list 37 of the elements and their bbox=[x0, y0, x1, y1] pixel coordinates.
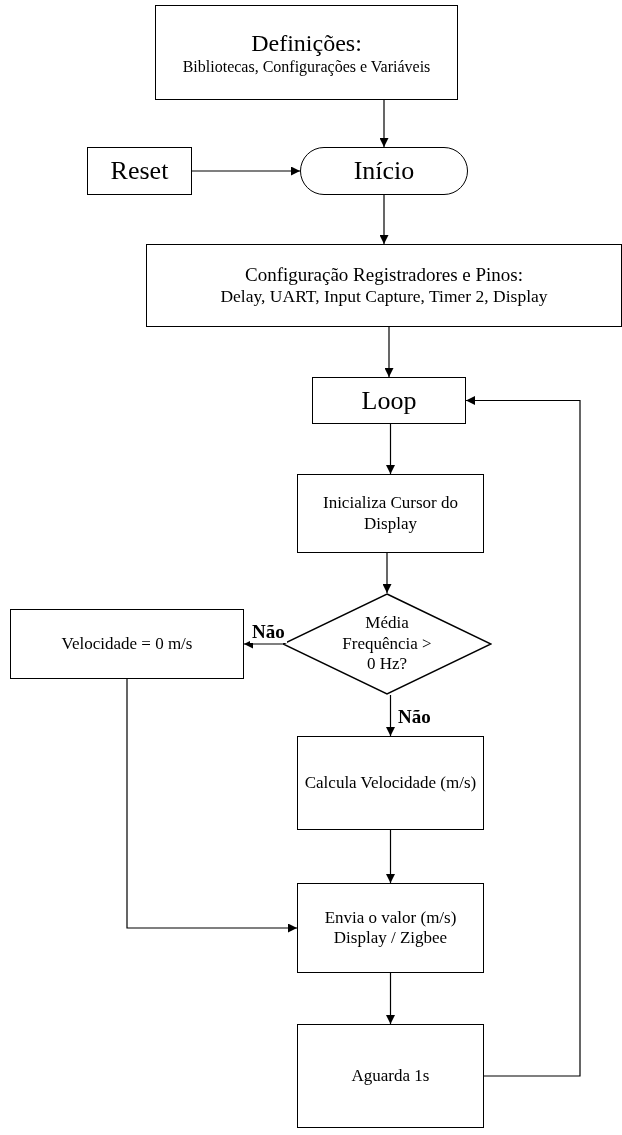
arrow bbox=[126, 678, 298, 933]
box-text: Envia o valor (m/s) Display / Zigbee bbox=[323, 907, 458, 949]
box-text: Delay, UART, Input Capture, Timer 2, Display bbox=[220, 286, 548, 308]
arrow bbox=[386, 972, 395, 1025]
process-box bbox=[87, 147, 192, 195]
box-text: Bibliotecas, Configurações e Variáveis bbox=[182, 57, 431, 77]
process-box bbox=[297, 883, 484, 973]
process-box bbox=[10, 609, 244, 679]
arrow bbox=[386, 829, 395, 884]
arrow bbox=[382, 552, 392, 594]
process-box bbox=[155, 5, 458, 100]
edge-label: Não bbox=[250, 622, 287, 643]
box-heading: Configuração Registradores e Pinos: bbox=[244, 263, 524, 287]
arrow bbox=[465, 396, 581, 1077]
arrow bbox=[384, 326, 394, 378]
start-terminal bbox=[300, 147, 468, 195]
box-text: Velocidade = 0 m/s bbox=[61, 633, 193, 655]
arrow bbox=[386, 694, 395, 737]
box-text: Loop bbox=[361, 384, 417, 417]
arrow bbox=[243, 639, 283, 649]
process-box bbox=[297, 736, 484, 830]
decision-diamond bbox=[282, 593, 492, 695]
arrow bbox=[379, 99, 389, 148]
box-text: Média Frequência > 0 Hz? bbox=[341, 613, 433, 675]
arrow bbox=[191, 166, 301, 176]
process-box bbox=[297, 1024, 484, 1128]
process-box bbox=[312, 377, 466, 424]
process-box bbox=[146, 244, 622, 327]
box-text: Calcula Velocidade (m/s) bbox=[304, 772, 477, 794]
arrow bbox=[379, 194, 389, 245]
arrow bbox=[386, 423, 395, 475]
box-text: Início bbox=[353, 155, 415, 187]
box-text: Inicializa Cursor do Display bbox=[322, 493, 459, 534]
process-box bbox=[297, 474, 484, 553]
box-text: Reset bbox=[110, 155, 169, 187]
box-text: Aguarda 1s bbox=[351, 1065, 430, 1087]
box-heading: Definições: bbox=[251, 28, 362, 58]
